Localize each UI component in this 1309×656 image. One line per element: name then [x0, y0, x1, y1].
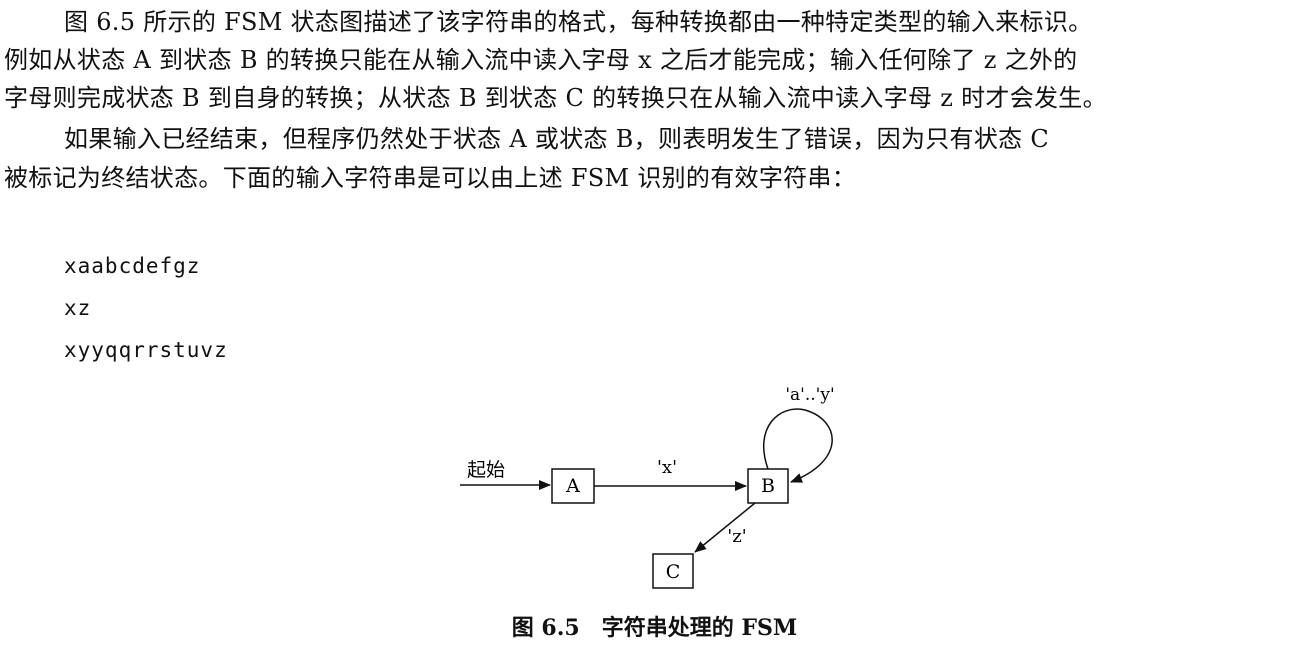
state-b-label: B — [761, 475, 775, 497]
paragraph-2-line-1: 如果输入已经结束，但程序仍然处于状态 A 或状态 B，则表明发生了错误，因为只有… — [64, 125, 1050, 153]
code-line-2: xz — [64, 296, 92, 320]
transition-b-c — [694, 502, 756, 553]
state-a-label: A — [565, 475, 580, 497]
code-line-1: xaabcdefgz — [64, 254, 201, 278]
state-c-label: C — [666, 561, 681, 583]
code-line-3: xyyqqrrstuvz — [64, 338, 228, 362]
paragraph-1-line-3: 字母则完成状态 B 到自身的转换；从状态 B 到状态 C 的转换只在从输入流中读… — [4, 84, 1107, 112]
transition-b-self — [762, 408, 833, 483]
fsm-diagram: 起始 A 'x' B 'a'..'y' 'z' C — [460, 385, 835, 589]
transition-b-c-label: 'z' — [727, 526, 746, 547]
transition-b-self-label: 'a'..'y' — [785, 385, 834, 405]
figure-title: 字符串处理的 FSM — [601, 615, 798, 641]
paragraph-1-line-1: 图 6.5 所示的 FSM 状态图描述了该字符串的格式，每种转换都由一种特定类型… — [64, 8, 1093, 36]
figure-caption: 图 6.5 字符串处理的 FSM — [0, 612, 1309, 644]
paragraph-1-line-2: 例如从状态 A 到状态 B 的转换只能在从输入流中读入字母 x 之后才能完成；输… — [4, 46, 1078, 74]
transition-a-b-label: 'x' — [657, 457, 677, 478]
state-c — [652, 553, 694, 589]
start-label: 起始 — [467, 459, 505, 481]
paragraph-2-line-2: 被标记为终结状态。下面的输入字符串是可以由上述 FSM 识别的有效字符串： — [4, 164, 857, 192]
figure-number: 图 6.5 — [511, 615, 580, 641]
